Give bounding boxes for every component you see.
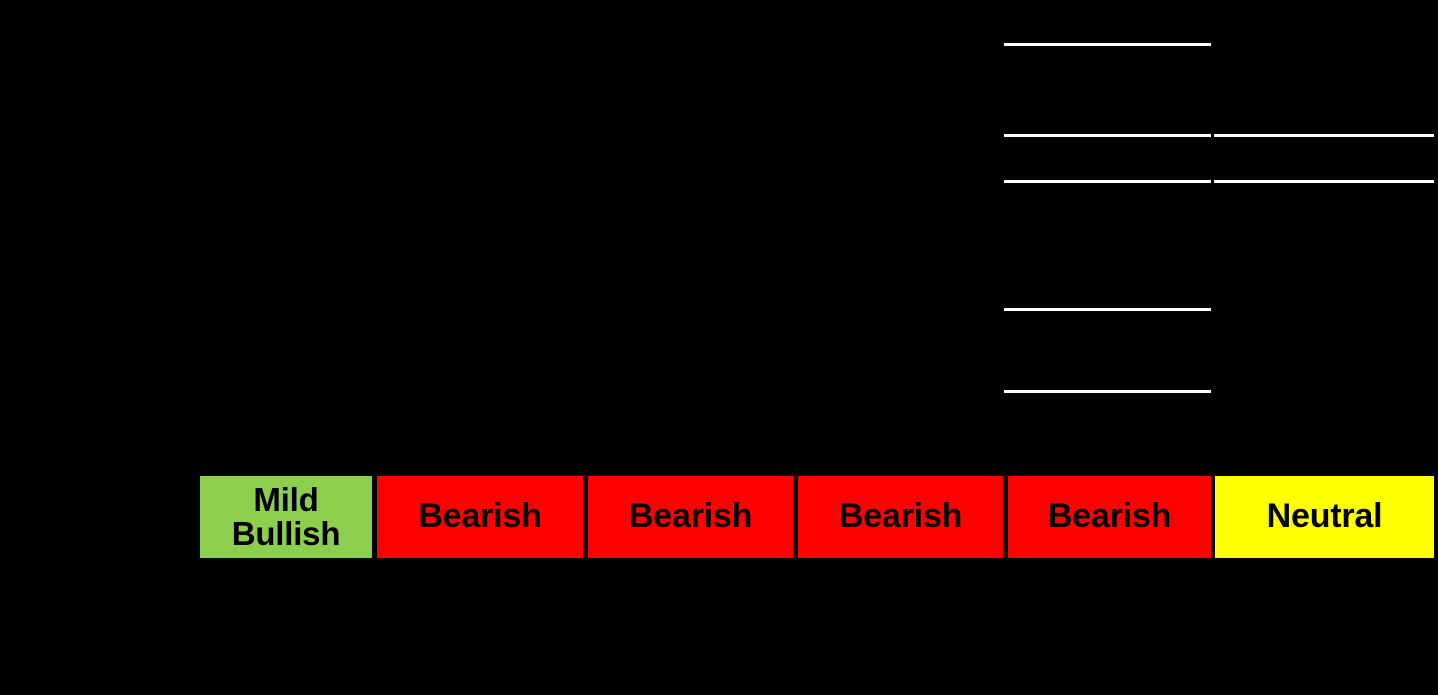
sentiment-cell-label: Bearish — [628, 497, 753, 536]
separator-rule-right-5 — [1214, 134, 1434, 137]
sentiment-cell-bearish[interactable]: Bearish — [377, 476, 583, 558]
separator-rule-left-2 — [1004, 180, 1211, 183]
sentiment-cell-neutral[interactable]: Neutral — [1215, 476, 1434, 558]
separator-rule-left-1 — [1004, 134, 1211, 137]
sentiment-cell-mild-bullish[interactable]: Mild Bullish — [200, 476, 372, 558]
sentiment-cell-label: Mild Bullish — [231, 481, 341, 552]
sentiment-cell-label: Bearish — [418, 497, 542, 536]
sentiment-cell-label: Neutral — [1266, 497, 1383, 536]
separator-rule-right-6 — [1214, 180, 1434, 183]
sentiment-cell-label: Bearish — [838, 497, 963, 536]
sentiment-cell-label: Bearish — [1047, 497, 1172, 536]
sentiment-cell-bearish[interactable]: Bearish — [588, 476, 793, 558]
sentiment-cell-bearish[interactable]: Bearish — [1008, 476, 1211, 558]
separator-rule-left-0 — [1004, 43, 1211, 46]
separator-rule-left-3 — [1004, 308, 1211, 311]
separator-rule-left-4 — [1004, 390, 1211, 393]
sentiment-cell-bearish[interactable]: Bearish — [798, 476, 1003, 558]
